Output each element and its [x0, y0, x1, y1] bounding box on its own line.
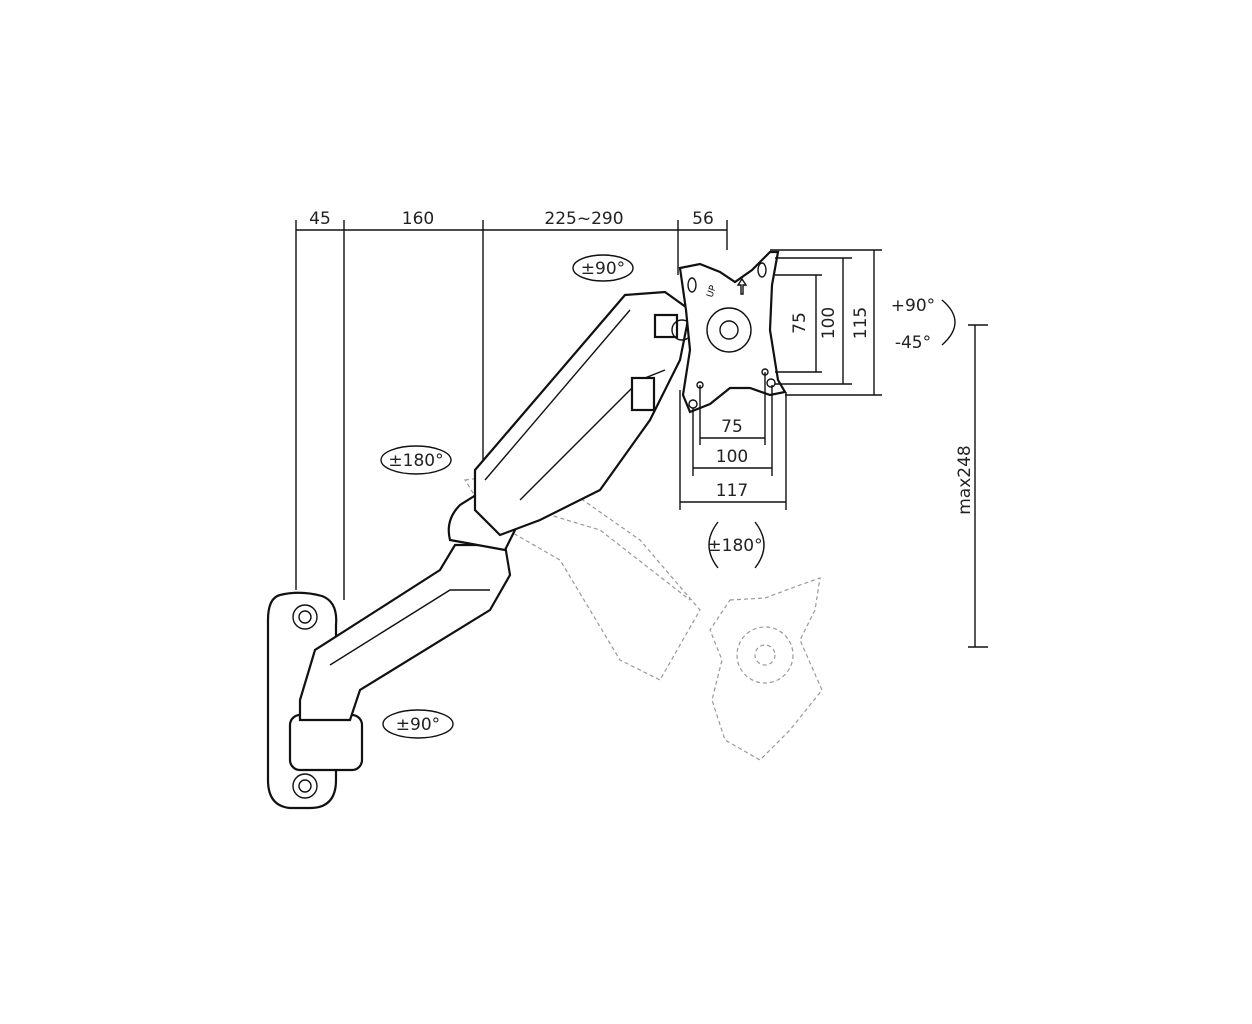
height-dimension-line — [968, 324, 988, 648]
dimension-225-290: 225~290 — [544, 209, 623, 229]
up-arrow-icon — [736, 277, 748, 295]
tilt-up-label: +90° — [891, 296, 935, 316]
vesa-plate: UP — [678, 250, 787, 414]
dimension-45: 45 — [309, 209, 331, 229]
rotation-arrow-icon — [380, 254, 956, 739]
up-marking: UP — [705, 284, 719, 299]
vesa-vertical-115: 115 — [851, 307, 871, 339]
top-dimension-lines — [295, 220, 728, 600]
wall-swivel-label: ±90° — [396, 715, 440, 735]
ghost-arm-lowered — [463, 469, 823, 761]
height-adjust-label: max248 — [955, 445, 975, 515]
vesa-vertical-dimension-lines — [770, 249, 882, 396]
vesa-horizontal-117: 117 — [716, 481, 748, 501]
tilt-down-label: -45° — [895, 333, 931, 353]
vesa-horizontal-dimension-lines — [679, 372, 787, 510]
plate-rotation-label: ±180° — [707, 536, 762, 556]
arm-swivel-label: ±180° — [388, 451, 443, 471]
vesa-vertical-75: 75 — [790, 312, 810, 334]
head-swivel-label: ±90° — [581, 259, 625, 279]
dimension-56: 56 — [692, 209, 714, 229]
upper-arm — [473, 290, 693, 537]
vesa-vertical-100: 100 — [819, 307, 839, 339]
vesa-horizontal-100: 100 — [716, 447, 748, 467]
vesa-horizontal-75: 75 — [721, 417, 743, 437]
dimension-160: 160 — [402, 209, 434, 229]
